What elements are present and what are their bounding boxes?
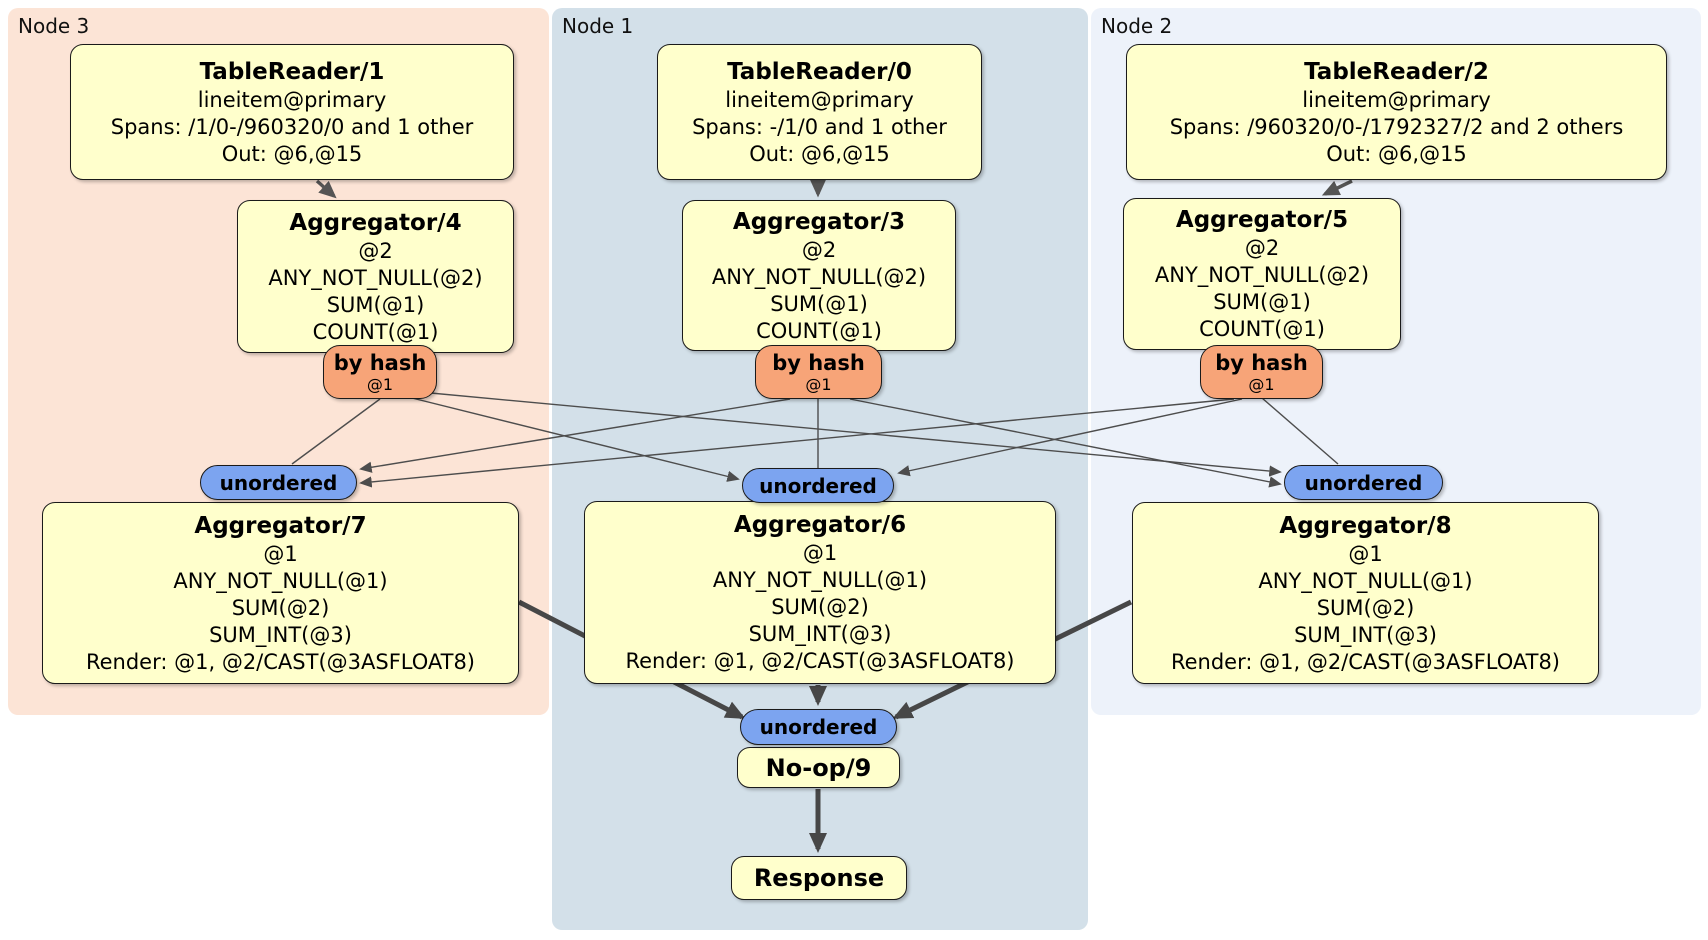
- processor-line: Out: @6,@15: [221, 141, 363, 166]
- processor-line: Spans: -/1/0 and 1 other: [692, 114, 947, 139]
- processor-line: Render: @1, @2/CAST(@3ASFLOAT8): [1170, 649, 1561, 674]
- router-by-hash-4: by hash @1: [323, 345, 437, 399]
- processor-title: Aggregator/4: [289, 209, 462, 236]
- processor-line: ANY_NOT_NULL(@1): [1258, 568, 1473, 593]
- router-label: by hash: [1215, 350, 1308, 375]
- router-label: by hash: [772, 350, 865, 375]
- sync-label: unordered: [759, 715, 878, 739]
- processor-title: Aggregator/7: [194, 512, 367, 539]
- processor-title: Aggregator/6: [733, 512, 907, 538]
- router-by-hash-5: by hash @1: [1200, 345, 1323, 399]
- edge-tablereader-to-aggregator: [315, 179, 1353, 199]
- processor-noop-9: No-op/9: [737, 747, 900, 788]
- processor-line: SUM(@2): [231, 595, 330, 620]
- processor-title: Aggregator/3: [732, 208, 906, 235]
- processor-line: SUM(@1): [326, 292, 425, 317]
- processor-aggregator-7: Aggregator/7 @1 ANY_NOT_NULL(@1) SUM(@2)…: [42, 502, 519, 684]
- region-node1-label: Node 1: [562, 14, 634, 38]
- processor-line: SUM_INT(@3): [209, 622, 352, 647]
- processor-title: TableReader/1: [199, 58, 385, 85]
- sync-unordered-node1: unordered: [742, 468, 894, 503]
- processor-line: ANY_NOT_NULL(@1): [712, 568, 928, 592]
- processor-line: ANY_NOT_NULL(@2): [1154, 263, 1370, 287]
- processor-line: SUM_INT(@3): [748, 622, 892, 646]
- processor-title: TableReader/2: [1304, 58, 1489, 85]
- processor-line: ANY_NOT_NULL(@1): [173, 568, 388, 593]
- processor-title: No-op/9: [765, 753, 872, 782]
- processor-line: ANY_NOT_NULL(@2): [711, 264, 927, 289]
- router-detail: @1: [805, 374, 832, 394]
- processor-line: SUM(@2): [1316, 595, 1415, 620]
- processor-line: lineitem@primary: [1302, 87, 1491, 112]
- sync-label: unordered: [759, 473, 877, 498]
- processor-title: TableReader/0: [727, 58, 912, 85]
- processor-line: Out: @6,@15: [749, 141, 890, 166]
- processor-line: ANY_NOT_NULL(@2): [268, 265, 483, 290]
- processor-line: Render: @1, @2/CAST(@3ASFLOAT8): [625, 649, 1015, 673]
- processor-line: SUM(@2): [771, 595, 869, 619]
- processor-line: Spans: /1/0-/960320/0 and 1 other: [110, 114, 474, 139]
- processor-line: COUNT(@1): [756, 318, 882, 343]
- processor-line: Out: @6,@15: [1326, 141, 1467, 166]
- sync-unordered-node2: unordered: [1284, 465, 1443, 500]
- processor-title: Response: [753, 864, 885, 892]
- sync-label: unordered: [1304, 470, 1423, 495]
- processor-title: Aggregator/5: [1175, 207, 1349, 233]
- processor-line: COUNT(@1): [312, 319, 439, 344]
- sync-unordered-node3: unordered: [200, 465, 357, 500]
- processor-title: Aggregator/8: [1279, 512, 1452, 539]
- sync-label: unordered: [219, 470, 338, 495]
- processor-tablereader-0: TableReader/0 lineitem@primary Spans: -/…: [657, 44, 982, 180]
- processor-aggregator-5: Aggregator/5 @2 ANY_NOT_NULL(@2) SUM(@1)…: [1123, 198, 1401, 350]
- processor-aggregator-4: Aggregator/4 @2 ANY_NOT_NULL(@2) SUM(@1)…: [237, 200, 514, 353]
- edge-router-to-sync-local: [291, 397, 1339, 470]
- processor-line: @2: [1244, 236, 1280, 260]
- router-by-hash-3: by hash @1: [755, 345, 882, 399]
- processor-line: Spans: /960320/0-/1792327/2 and 2 others: [1169, 114, 1624, 139]
- processor-line: @2: [801, 237, 837, 262]
- processor-line: Render: @1, @2/CAST(@3ASFLOAT8): [85, 649, 476, 674]
- processor-aggregator-3: Aggregator/3 @2 ANY_NOT_NULL(@2) SUM(@1)…: [682, 200, 956, 351]
- processor-tablereader-2: TableReader/2 lineitem@primary Spans: /9…: [1126, 44, 1667, 180]
- processor-line: @1: [1348, 541, 1383, 566]
- processor-line: SUM(@1): [770, 291, 868, 316]
- processor-line: lineitem@primary: [197, 87, 387, 112]
- processor-line: @2: [358, 238, 393, 263]
- processor-line: @1: [263, 541, 298, 566]
- processor-aggregator-6: Aggregator/6 @1 ANY_NOT_NULL(@1) SUM(@2)…: [584, 501, 1056, 684]
- region-node3-label: Node 3: [18, 14, 90, 38]
- processor-response: Response: [731, 856, 907, 900]
- processor-line: @1: [802, 541, 838, 565]
- router-label: by hash: [333, 350, 427, 375]
- region-node2-label: Node 2: [1101, 14, 1173, 38]
- processor-line: COUNT(@1): [1199, 317, 1325, 341]
- processor-line: SUM(@1): [1213, 290, 1311, 314]
- sync-unordered-final: unordered: [740, 709, 897, 745]
- processor-aggregator-8: Aggregator/8 @1 ANY_NOT_NULL(@1) SUM(@2)…: [1132, 502, 1599, 684]
- router-detail: @1: [366, 374, 394, 394]
- processor-line: SUM_INT(@3): [1294, 622, 1437, 647]
- processor-line: lineitem@primary: [725, 87, 914, 112]
- processor-tablereader-1: TableReader/1 lineitem@primary Spans: /1…: [70, 44, 514, 180]
- router-detail: @1: [1248, 374, 1275, 394]
- edge-router-to-sync-remote: [359, 391, 1282, 488]
